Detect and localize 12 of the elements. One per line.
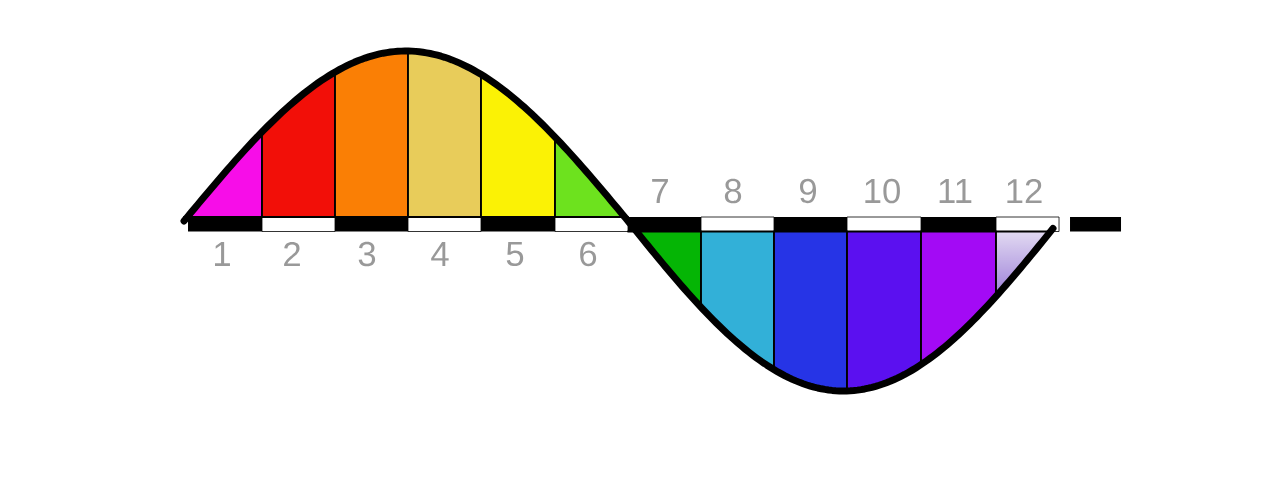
number-label: 2 <box>284 241 300 267</box>
number-label: 4 <box>431 242 449 266</box>
number-label: 7 <box>652 179 668 203</box>
number-label: 11 <box>939 179 972 203</box>
number-label: 10 <box>865 178 900 204</box>
number-label: 12 <box>1007 178 1042 204</box>
number-label: 1 <box>215 242 230 266</box>
number-label: 8 <box>724 178 742 204</box>
number-label: 9 <box>800 178 816 204</box>
number-label: 5 <box>506 241 524 267</box>
number-label: 6 <box>580 241 597 267</box>
number-label: 3 <box>358 241 376 267</box>
